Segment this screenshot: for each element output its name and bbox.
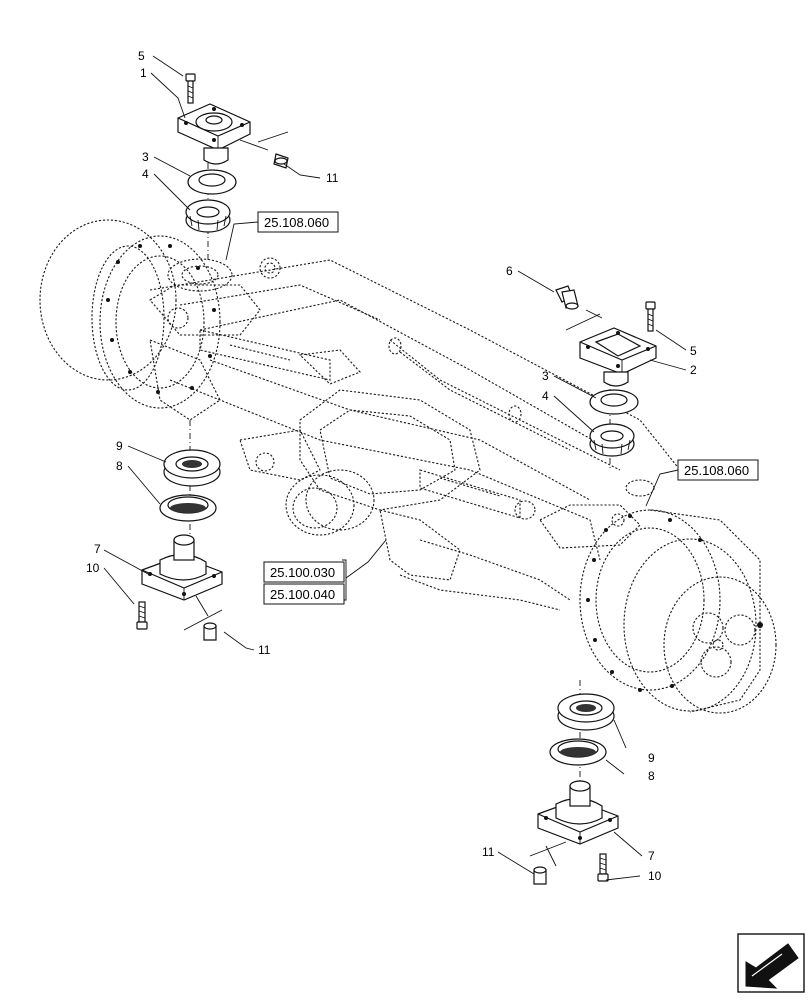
seal-part-3-right [589,389,639,415]
kingpin-cap-part-1 [177,103,251,165]
bearing-part-9-right [557,693,615,731]
trunnion-part-7-left [141,534,223,601]
grease-fitting-part-11-left [203,622,217,641]
bolt-part-10-right [597,853,609,882]
reference-label: 25.108.060 [264,215,329,230]
callout-4-left: 4 [142,167,149,181]
reference-label: 25.108.060 [684,463,749,478]
callout-3-right: 3 [542,369,549,383]
callout-1: 1 [140,66,147,80]
callout-5-left: 5 [138,49,145,63]
next-page-arrow-icon[interactable] [737,933,805,993]
callout-5-right: 5 [690,344,697,358]
callout-4-right: 4 [542,389,549,403]
callout-9-left: 9 [116,439,123,453]
top-right-assembly [555,285,657,470]
callout-2: 2 [690,363,697,377]
callout-10-right: 10 [648,869,662,883]
callout-9-right: 9 [648,751,655,765]
callout-6: 6 [506,264,513,278]
grease-fitting-part-11-top [273,153,289,169]
reference-box-right[interactable]: 25.108.060 [677,459,759,481]
callout-3-left: 3 [142,150,149,164]
axle-housing [39,219,777,714]
callout-7-right: 7 [648,849,655,863]
callout-numbers: 5 1 3 4 11 6 5 2 3 4 9 8 7 10 11 9 8 7 1… [86,49,697,883]
bolt-part-5-left [185,73,196,104]
kingpin-cap-part-2 [579,327,657,387]
callout-11-left: 11 [258,643,271,657]
bearing-part-9-left [163,449,221,487]
reference-label: 25.100.040 [270,587,335,602]
bearing-part-4-right [589,423,635,457]
reference-label: 25.100.030 [270,565,335,580]
bottom-left-assembly [136,420,223,641]
reference-box-axle-2[interactable]: 25.100.040 [263,583,345,605]
seal-part-8-right [549,738,607,766]
callout-8-right: 8 [648,769,655,783]
callout-11-top: 11 [326,171,339,185]
bolt-part-5-right [645,301,656,332]
top-left-assembly [177,73,289,260]
trunnion-part-7-right [537,780,619,845]
reference-box-axle-1[interactable]: 25.100.030 [263,561,345,583]
bottom-right-assembly [529,680,619,885]
grease-fitting-part-11-right [533,866,547,885]
reference-box-top-left[interactable]: 25.108.060 [257,211,339,233]
bolt-part-10-left [136,601,148,630]
callout-8-left: 8 [116,459,123,473]
bearing-part-4-left [185,199,231,233]
callout-7-left: 7 [94,542,101,556]
elbow-fitting-part-6 [555,285,579,310]
callout-10-left: 10 [86,561,100,575]
seal-part-8-left [159,494,217,522]
seal-part-3-left [187,169,237,195]
callout-11-right: 11 [482,845,495,859]
